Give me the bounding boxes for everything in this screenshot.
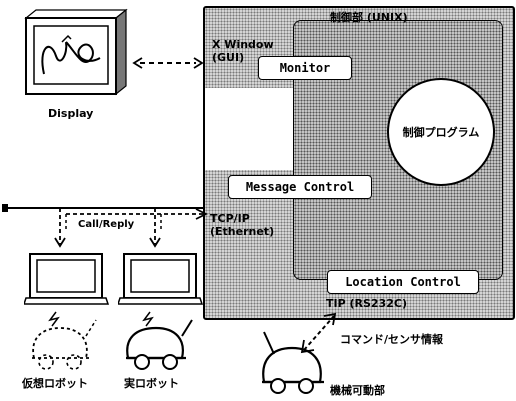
machine-robot-label: 機械可動部	[330, 385, 385, 396]
command-sensor-label: コマンド/センサ情報	[340, 334, 443, 345]
terminal-right-graphic	[118, 248, 204, 308]
control-program-circle: 制御プログラム	[387, 78, 495, 186]
real-robot-graphic	[122, 310, 198, 372]
location-control-box: Location Control	[327, 270, 479, 294]
display-monitor-graphic	[16, 8, 128, 98]
tip-label: TIP (RS232C)	[326, 298, 407, 309]
display-monitor	[16, 8, 128, 98]
virtual-robot	[26, 310, 102, 372]
control-unit-title: 制御部 (UNIX)	[330, 12, 408, 23]
message-control-box: Message Control	[228, 175, 372, 199]
display-label: Display	[48, 108, 93, 119]
command-sensor-arrow	[298, 310, 340, 356]
terminal-left-graphic	[24, 248, 110, 308]
terminal-left	[24, 248, 110, 308]
real-robot	[122, 310, 198, 372]
virtual-robot-graphic	[26, 310, 102, 372]
real-robot-label: 実ロボット	[124, 378, 179, 389]
display-link-arrow	[130, 56, 206, 70]
call-reply-label: Call/Reply	[78, 220, 134, 230]
monitor-box: Monitor	[258, 56, 352, 80]
terminal-right	[118, 248, 204, 308]
xwindow-panel	[205, 88, 293, 170]
control-program-label: 制御プログラム	[403, 127, 480, 138]
virtual-robot-label: 仮想ロボット	[22, 378, 88, 389]
